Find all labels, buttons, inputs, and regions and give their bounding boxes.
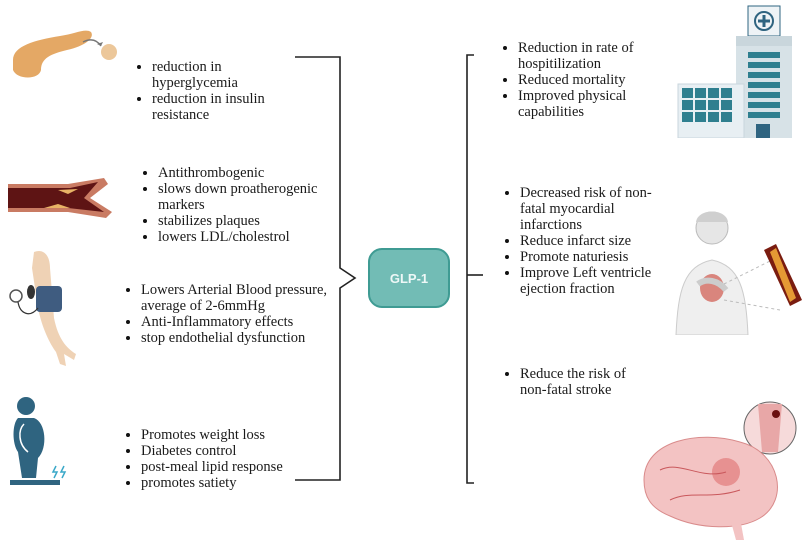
list-item: Promotes weight loss: [121, 427, 321, 443]
list-item: reduction in insulin resistance: [132, 91, 292, 123]
list-item: reduction in hyperglycemia: [132, 59, 292, 91]
list-item: Reduced mortality: [498, 72, 658, 88]
right-group-cardiac: Decreased risk of non-fatal myocardial i…: [500, 185, 660, 297]
heart-attack-person-icon: [675, 211, 802, 335]
list-item: stabilizes plaques: [138, 213, 328, 229]
list-item: stop endothelial dysfunction: [121, 330, 336, 346]
list-item: Diabetes control: [121, 443, 321, 459]
list-item: Reduction in rate of hospitilization: [498, 40, 658, 72]
artery-plaque-icon: [8, 178, 112, 218]
glp1-node: GLP-1: [368, 248, 450, 308]
list-item: Improve Left ventricle ejection fraction: [500, 265, 660, 297]
list-item: promotes satiety: [121, 475, 321, 491]
list-item: Promote naturiesis: [500, 249, 660, 265]
left-bracket: [295, 56, 357, 481]
left-group-blood-pressure: Lowers Arterial Blood pressure, average …: [121, 282, 336, 346]
left-group-glycemic: reduction in hyperglycemia reduction in …: [132, 59, 292, 123]
list-item: Improved physical capabilities: [498, 88, 658, 120]
list-item: Anti-Inflammatory effects: [121, 314, 336, 330]
list-item: post-meal lipid response: [121, 459, 321, 475]
list-item: Reduce infarct size: [500, 233, 660, 249]
brain-stroke-icon: [643, 401, 797, 540]
weight-scale-person-icon: [10, 397, 67, 485]
list-item: slows down proatherogenic markers: [138, 181, 328, 213]
left-group-weight: Promotes weight loss Diabetes control po…: [121, 427, 321, 491]
blood-pressure-cuff-icon: [9, 250, 76, 366]
list-item: lowers LDL/cholestrol: [138, 229, 328, 245]
right-bracket: [466, 54, 474, 484]
list-item: Decreased risk of non-fatal myocardial i…: [500, 185, 660, 233]
glp1-label: GLP-1: [389, 270, 429, 286]
hospital-icon: [677, 5, 792, 138]
right-group-stroke: Reduce the risk of non-fatal stroke: [500, 366, 650, 398]
list-item: Lowers Arterial Blood pressure, average …: [121, 282, 336, 314]
pancreas-icon: [13, 30, 117, 78]
right-group-outcomes: Reduction in rate of hospitilization Red…: [498, 40, 658, 120]
list-item: Antithrombogenic: [138, 165, 328, 181]
left-group-vascular: Antithrombogenic slows down proatherogen…: [138, 165, 328, 245]
list-item: Reduce the risk of non-fatal stroke: [500, 366, 650, 398]
